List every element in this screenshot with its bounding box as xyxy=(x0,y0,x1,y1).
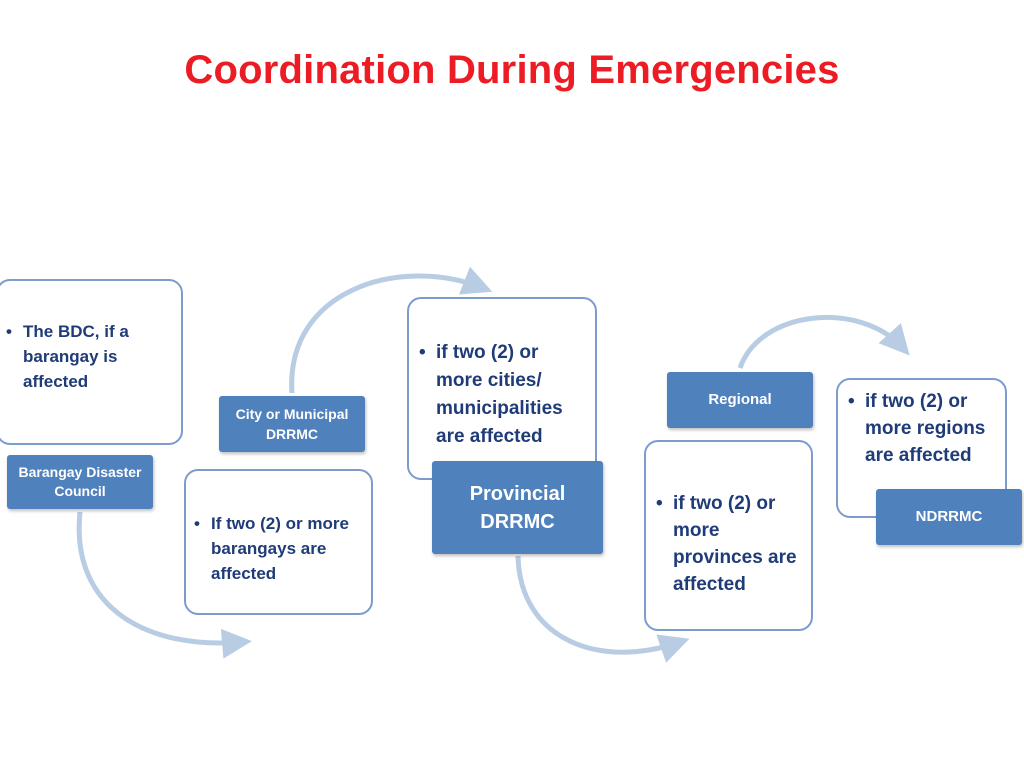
condition-box-regional: if two (2) or more provinces are affecte… xyxy=(644,440,813,631)
label-national: NDRRMC xyxy=(876,489,1022,545)
arrow-barangay-to-city xyxy=(76,511,252,659)
label-regional: Regional xyxy=(667,372,813,428)
condition-text-barangay: The BDC, if a barangay is affected xyxy=(4,319,171,394)
label-text-national: NDRRMC xyxy=(915,508,983,525)
label-provincial: Provincial DRRMC xyxy=(432,461,603,554)
condition-text-provincial: if two (2) or more cities/ municipalitie… xyxy=(417,339,589,451)
label-text-barangay: Barangay Disaster Council xyxy=(18,464,142,499)
label-barangay: Barangay Disaster Council xyxy=(7,455,153,509)
label-city: City or Municipal DRRMC xyxy=(219,396,365,452)
arrow-regional-to-national xyxy=(737,314,910,369)
condition-text-national: if two (2) or more regions are affected xyxy=(846,388,1001,469)
label-text-city: City or Municipal DRRMC xyxy=(235,406,349,442)
slide-title: Coordination During Emergencies xyxy=(184,48,840,92)
label-text-regional: Regional xyxy=(708,391,772,408)
condition-text-regional: if two (2) or more provinces are affecte… xyxy=(654,490,805,598)
arrow-city-to-provincial xyxy=(289,266,493,394)
condition-box-city: If two (2) or more barangays are affecte… xyxy=(184,469,373,615)
condition-box-provincial: if two (2) or more cities/ municipalitie… xyxy=(407,297,597,480)
label-text-provincial: Provincial DRRMC xyxy=(469,482,566,533)
condition-box-barangay: The BDC, if a barangay is affected xyxy=(0,279,183,445)
arrow-provincial-to-regional xyxy=(515,555,690,663)
condition-text-city: If two (2) or more barangays are affecte… xyxy=(192,511,363,586)
